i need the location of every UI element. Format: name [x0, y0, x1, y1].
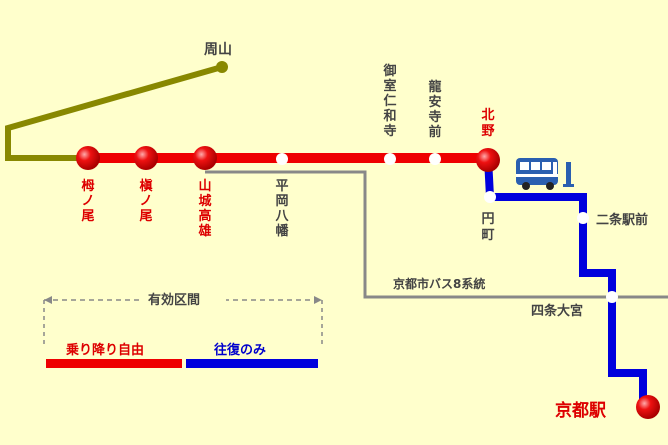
legend-round-trip-swatch — [186, 359, 318, 368]
label-shuzan: 周山 — [204, 42, 232, 58]
stop-dot-hiraoka-hachiman — [276, 153, 288, 165]
bus-route-8-line — [205, 170, 668, 299]
station-marker-makinoo — [134, 146, 158, 170]
stop-dot-shijo-omiya — [606, 291, 618, 303]
station-marker-kyoto-eki — [636, 395, 660, 419]
label-tomonoo: 栂ノ尾 — [81, 178, 94, 224]
stop-dot-ryoanji-mae — [429, 153, 441, 165]
round-trip-route-line — [484, 157, 647, 405]
station-marker-tomonoo — [76, 146, 100, 170]
shuzan-branch-line — [5, 64, 223, 161]
station-marker-kitano — [476, 148, 500, 172]
label-enmachi: 円町 — [481, 212, 494, 243]
bus-stop-icon — [563, 162, 574, 187]
label-nijo-ekimae: 二条駅前 — [596, 212, 648, 228]
label-hiraoka-hachiman: 平岡八幡 — [274, 179, 289, 239]
label-kitano: 北野 — [481, 108, 494, 139]
bus-icon — [516, 158, 558, 190]
legend-round-trip-label: 往復のみ — [214, 342, 266, 358]
station-marker-yamashiro-takao — [193, 146, 217, 170]
stop-dot-enmachi — [484, 191, 496, 203]
label-omuro-ninnaji: 御室仁和寺 — [382, 63, 396, 139]
stop-dot-omuro-ninnaji — [384, 153, 396, 165]
label-ryoanji-mae: 龍安寺前 — [428, 79, 441, 140]
label-makinoo: 槇ノ尾 — [139, 178, 153, 224]
label-yamashiro-takao: 山城高雄 — [197, 178, 211, 239]
label-bus-route-8: 京都市バス8系統 — [393, 276, 485, 291]
legend-free-swatch — [46, 359, 182, 368]
station-dot-shuzan — [216, 61, 228, 73]
stop-dot-nijo-ekimae — [577, 212, 589, 224]
legend: 有効区間 乗り降り自由 往復のみ — [43, 290, 323, 368]
label-kyoto-eki: 京都駅 — [555, 400, 607, 421]
label-shijo-omiya: 四条大宮 — [531, 303, 583, 319]
legend-title: 有効区間 — [148, 292, 200, 308]
legend-free-label: 乗り降り自由 — [65, 342, 144, 358]
